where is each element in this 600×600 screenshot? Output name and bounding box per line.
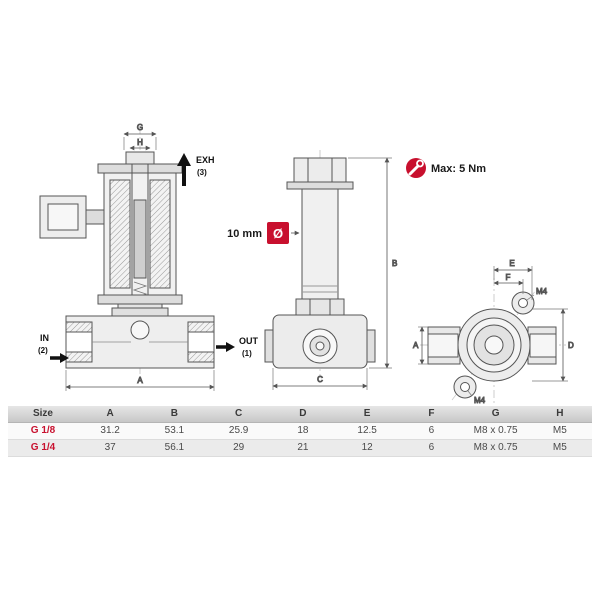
dim-label-a-end: A bbox=[413, 341, 419, 350]
cell-d: 18 bbox=[270, 422, 335, 440]
dim-label-c: C bbox=[317, 375, 323, 384]
torque-wrench-icon bbox=[406, 158, 426, 178]
m4-bottom-label: M4 bbox=[474, 396, 486, 405]
cell-b: 53.1 bbox=[142, 422, 207, 440]
torque-label: Max: 5 Nm bbox=[431, 163, 486, 175]
table-row: G 1/8 31.2 53.1 25.9 18 12.5 6 M8 x 0.75… bbox=[8, 422, 592, 440]
valve-technical-drawing: G H bbox=[38, 123, 575, 406]
cell-d: 21 bbox=[270, 439, 335, 457]
col-header-g: G bbox=[463, 406, 528, 423]
in-number: (2) bbox=[38, 346, 48, 355]
size-value: G 1/4 bbox=[8, 439, 78, 457]
out-arrow-icon bbox=[216, 342, 235, 352]
cell-h: M5 bbox=[527, 439, 592, 457]
col-header-c: C bbox=[206, 406, 271, 423]
table-header-row: Size A B C D E F G H bbox=[8, 406, 592, 423]
dim-label-h: H bbox=[137, 138, 143, 147]
col-header-h: H bbox=[527, 406, 592, 423]
side-view-drawing: B C 10 mm Ø Max: 5 Nm bbox=[227, 150, 486, 390]
size-value: G 1/8 bbox=[8, 422, 78, 440]
in-arrow-icon bbox=[50, 353, 69, 363]
dim-label-f: F bbox=[506, 273, 511, 282]
out-number: (1) bbox=[242, 349, 252, 358]
col-header-f: F bbox=[399, 406, 464, 423]
cell-b: 56.1 bbox=[142, 439, 207, 457]
dim-label-g: G bbox=[137, 123, 143, 132]
cell-c: 25.9 bbox=[206, 422, 271, 440]
exh-label: EXH bbox=[196, 155, 215, 165]
dim-label-e: E bbox=[509, 259, 514, 268]
spec-table: Size A B C D E F G H G 1/8 31.2 53.1 25.… bbox=[8, 406, 592, 457]
cell-f: 6 bbox=[399, 439, 464, 457]
table-row: G 1/4 37 56.1 29 21 12 6 M8 x 0.75 M5 bbox=[8, 439, 592, 457]
dim-label-a-section: A bbox=[137, 376, 143, 385]
col-header-e: E bbox=[335, 406, 400, 423]
cell-e: 12.5 bbox=[335, 422, 400, 440]
section-view-drawing: G H bbox=[38, 123, 259, 391]
m4-top-label: M4 bbox=[536, 287, 548, 296]
in-label: IN bbox=[40, 333, 49, 343]
cell-a: 37 bbox=[78, 439, 143, 457]
cell-f: 6 bbox=[399, 422, 464, 440]
diameter-badge: Ø bbox=[267, 222, 289, 244]
cell-e: 12 bbox=[335, 439, 400, 457]
diameter-value-label: 10 mm bbox=[227, 228, 262, 240]
exh-arrow-icon bbox=[177, 153, 191, 186]
dim-label-b: B bbox=[392, 259, 397, 268]
cell-a: 31.2 bbox=[78, 422, 143, 440]
col-header-size: Size bbox=[8, 406, 78, 423]
out-label: OUT bbox=[239, 336, 259, 346]
cell-h: M5 bbox=[527, 422, 592, 440]
cell-g: M8 x 0.75 bbox=[463, 439, 528, 457]
cell-g: M8 x 0.75 bbox=[463, 422, 528, 440]
diameter-symbol: Ø bbox=[273, 226, 283, 241]
col-header-b: B bbox=[142, 406, 207, 423]
col-header-a: A bbox=[78, 406, 143, 423]
dim-label-d: D bbox=[568, 341, 574, 350]
exh-number: (3) bbox=[197, 168, 207, 177]
end-view-drawing: M4 M4 E F A D bbox=[413, 259, 575, 406]
cell-c: 29 bbox=[206, 439, 271, 457]
col-header-d: D bbox=[270, 406, 335, 423]
